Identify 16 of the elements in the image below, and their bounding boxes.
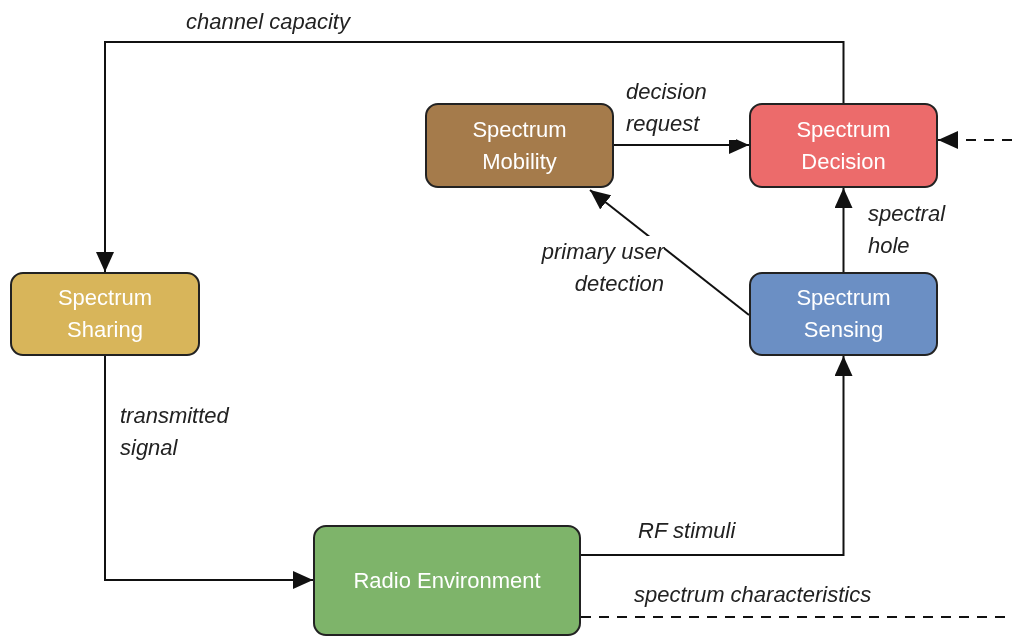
arrow xyxy=(937,131,1012,149)
arrow xyxy=(834,187,853,273)
box-label: Spectrum Sharing xyxy=(56,284,154,344)
box-label: Spectrum Decision xyxy=(795,115,892,176)
arrow xyxy=(96,41,845,273)
box-label: Spectrum Sensing xyxy=(795,284,892,344)
process-box xyxy=(313,525,581,636)
arrow xyxy=(104,355,314,589)
box-label: Radio Environment xyxy=(352,566,542,595)
process-box xyxy=(425,103,614,188)
process-box xyxy=(10,272,200,356)
arrow xyxy=(580,355,853,556)
arrow xyxy=(589,189,750,316)
process-box xyxy=(749,103,938,188)
box-label: Spectrum Mobility xyxy=(471,115,568,176)
process-box xyxy=(749,272,938,356)
